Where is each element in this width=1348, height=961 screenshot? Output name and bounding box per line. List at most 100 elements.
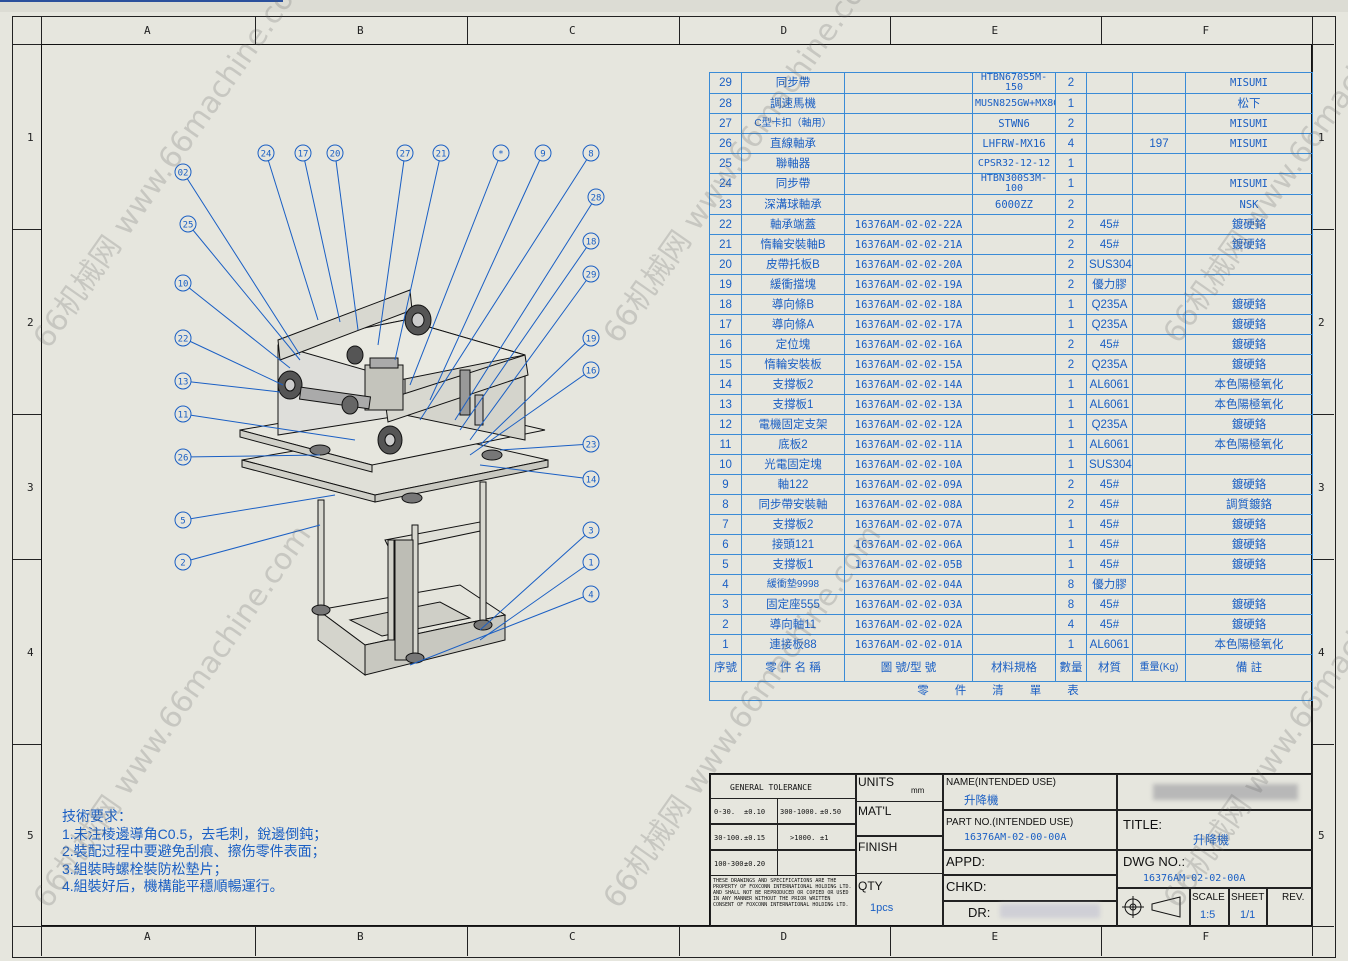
bom-cell-note: MISUMI — [1185, 133, 1313, 154]
balloon-leader — [454, 196, 597, 421]
zone-top-B: B — [357, 24, 364, 37]
bom-cell-mat: AL6061 — [1086, 394, 1133, 415]
bom-cell-name: 軸122 — [741, 474, 845, 495]
bom-cell-no: 11 — [709, 434, 742, 455]
bom-cell-qty: 8 — [1055, 574, 1087, 595]
balloon-leader — [419, 152, 592, 421]
zone-right-1: 1 — [1318, 130, 1325, 144]
bom-cell-part: 16376AM-02-02-15A — [844, 354, 973, 375]
dwgno-label: DWG NO.: — [1123, 854, 1186, 869]
balloon-number: 17 — [298, 150, 309, 160]
balloon-1: 1 — [479, 553, 600, 641]
bom-cell-part: 16376AM-02-02-01A — [844, 634, 973, 655]
bom-cell-name: 支撐板2 — [741, 514, 845, 535]
bom-cell-wt — [1132, 494, 1186, 515]
bom-cell-part: 16376AM-02-02-20A — [844, 254, 973, 275]
bom-cell-wt — [1132, 214, 1186, 235]
bom-cell-wt — [1132, 414, 1186, 435]
balloon-circle — [492, 144, 510, 162]
bom-cell-wt — [1132, 454, 1186, 475]
bom-cell-note: NSK — [1185, 194, 1313, 215]
bom-cell-name: 惰輪安裝板 — [741, 354, 845, 375]
bom-cell-name: 同步帶 — [741, 72, 845, 94]
bom-cell-mat: Q235A — [1086, 314, 1133, 335]
bom-cell-no: 24 — [709, 173, 742, 195]
bom-cell-no: 13 — [709, 394, 742, 415]
balloon-17: 17 — [294, 144, 341, 323]
balloon-number: 23 — [586, 441, 597, 451]
bom-cell-part: 16376AM-02-02-18A — [844, 294, 973, 315]
bom-cell-part: 16376AM-02-02-11A — [844, 434, 973, 455]
note-line: 4.組裝好后，機構能平穩順暢運行。 — [62, 878, 284, 894]
balloon-leader — [469, 369, 592, 456]
bom-cell-spec: HTBN300S3M-100 — [972, 173, 1056, 195]
bom-cell-note — [1185, 254, 1313, 275]
balloon-number: 24 — [261, 150, 272, 160]
zone-top-D: D — [780, 24, 788, 37]
bom-cell-wt — [1132, 72, 1186, 94]
finish-label: FINISH — [858, 840, 898, 854]
bom-cell-wt — [1132, 514, 1186, 535]
bom-cell-spec — [972, 414, 1056, 435]
balloon-leader — [182, 413, 356, 441]
bom-cell-mat: AL6061 — [1086, 434, 1133, 455]
balloon-9: 9 — [429, 144, 552, 401]
bom-cell-qty: 2 — [1055, 113, 1087, 134]
zone-bottom-E: E — [991, 930, 999, 943]
appd-label: APPD: — [946, 854, 986, 869]
balloon-leader — [187, 223, 301, 361]
bom-cell-part: 16376AM-02-02-13A — [844, 394, 973, 415]
qty-value: 1pcs — [870, 902, 894, 914]
bom-cell-note: 本色陽極氧化 — [1185, 394, 1313, 415]
bom-cell-qty: 1 — [1055, 394, 1087, 415]
bom-cell-name: 同步帶安裝軸 — [741, 494, 845, 515]
bom-cell-no: 15 — [709, 354, 742, 375]
partno-label: PART NO.(INTENDED USE) — [946, 817, 1074, 828]
bom-cell-qty: 4 — [1055, 133, 1087, 154]
zone-left-1: 1 — [27, 130, 34, 144]
bom-cell-wt — [1132, 374, 1186, 395]
balloon-21: 21 — [394, 144, 450, 361]
bom-cell-part: 16376AM-02-02-05B — [844, 554, 973, 575]
balloon-number: 1 — [588, 559, 593, 569]
balloon-leader — [499, 443, 592, 451]
balloon-16: 16 — [469, 361, 600, 456]
bom-cell-no: 20 — [709, 254, 742, 275]
balloon-number: 5 — [180, 517, 185, 527]
bom-cell-wt — [1132, 294, 1186, 315]
bom-cell-qty: 8 — [1055, 594, 1087, 615]
bom-cell-spec: 6000ZZ — [972, 194, 1056, 215]
balloon-number: 18 — [586, 238, 597, 248]
bom-cell-mat: Q235A — [1086, 294, 1133, 315]
balloon-number: 9 — [540, 150, 545, 160]
bom-cell-spec — [972, 434, 1056, 455]
bom-cell-qty: 1 — [1055, 434, 1087, 455]
bom-cell-mat — [1086, 72, 1133, 94]
tol-r1c3: 300-1000. — [780, 808, 818, 816]
bom-cell-spec — [972, 534, 1056, 555]
bom-header-part: 圖 號/型 號 — [844, 654, 973, 682]
tol-r3c2: ±0.20 — [744, 860, 766, 868]
bom-cell-wt — [1132, 234, 1186, 255]
bom-cell-qty: 1 — [1055, 173, 1087, 195]
balloon-circle — [582, 329, 600, 347]
bom-cell-spec: HTBN670S5M-150 — [972, 72, 1056, 94]
balloon-circle — [582, 585, 600, 603]
bom-cell-no: 9 — [709, 474, 742, 495]
bom-cell-part: 16376AM-02-02-22A — [844, 214, 973, 235]
bom-cell-no: 18 — [709, 294, 742, 315]
bom-cell-part — [844, 173, 973, 195]
note-line: 2.裝配过程中要避免刮痕、擦伤零件表面； — [62, 843, 326, 859]
bom-cell-part — [844, 194, 973, 215]
qty-label: QTY — [858, 879, 883, 893]
bom-header-note: 備 註 — [1185, 654, 1313, 682]
